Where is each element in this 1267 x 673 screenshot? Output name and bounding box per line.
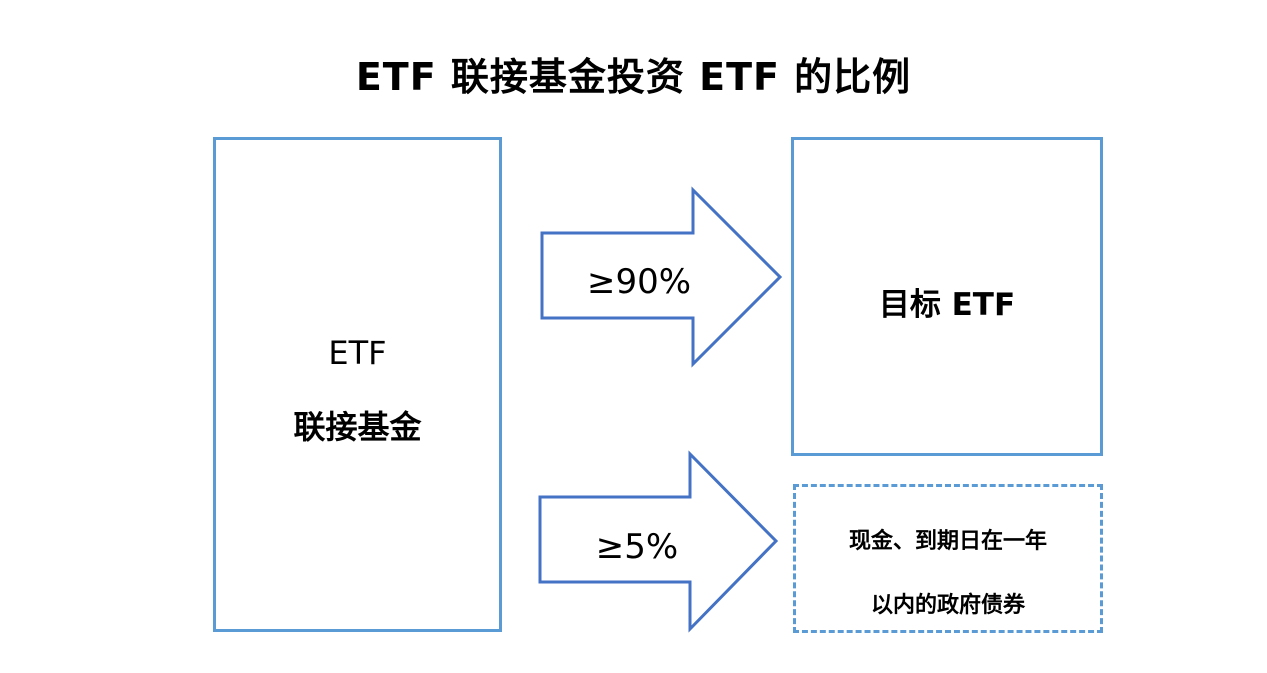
target-etf-box: 目标 ETF bbox=[791, 137, 1103, 456]
arrow-to-target-etf bbox=[540, 186, 783, 368]
arrow-to-cash-bonds bbox=[538, 450, 779, 633]
diagram-title: ETF 联接基金投资 ETF 的比例 bbox=[355, 55, 912, 99]
cash-bonds-label-line1: 现金、到期日在一年 bbox=[848, 529, 1047, 554]
arrow-shape-lower bbox=[538, 450, 779, 633]
etf-feeder-fund-box: ETF 联接基金 bbox=[213, 137, 502, 632]
arrow-shape-upper bbox=[540, 186, 783, 368]
feeder-fund-label-line2: 联接基金 bbox=[293, 408, 422, 446]
target-etf-label: 目标 ETF bbox=[878, 287, 1016, 323]
feeder-fund-label-line1: ETF bbox=[328, 334, 387, 372]
cash-and-bonds-box: 现金、到期日在一年 以内的政府债券 bbox=[793, 484, 1103, 633]
cash-bonds-label-line2: 以内的政府债券 bbox=[870, 593, 1025, 618]
arrow-label-5-percent: ≥5% bbox=[595, 527, 679, 567]
arrow-label-90-percent: ≥90% bbox=[586, 262, 692, 302]
